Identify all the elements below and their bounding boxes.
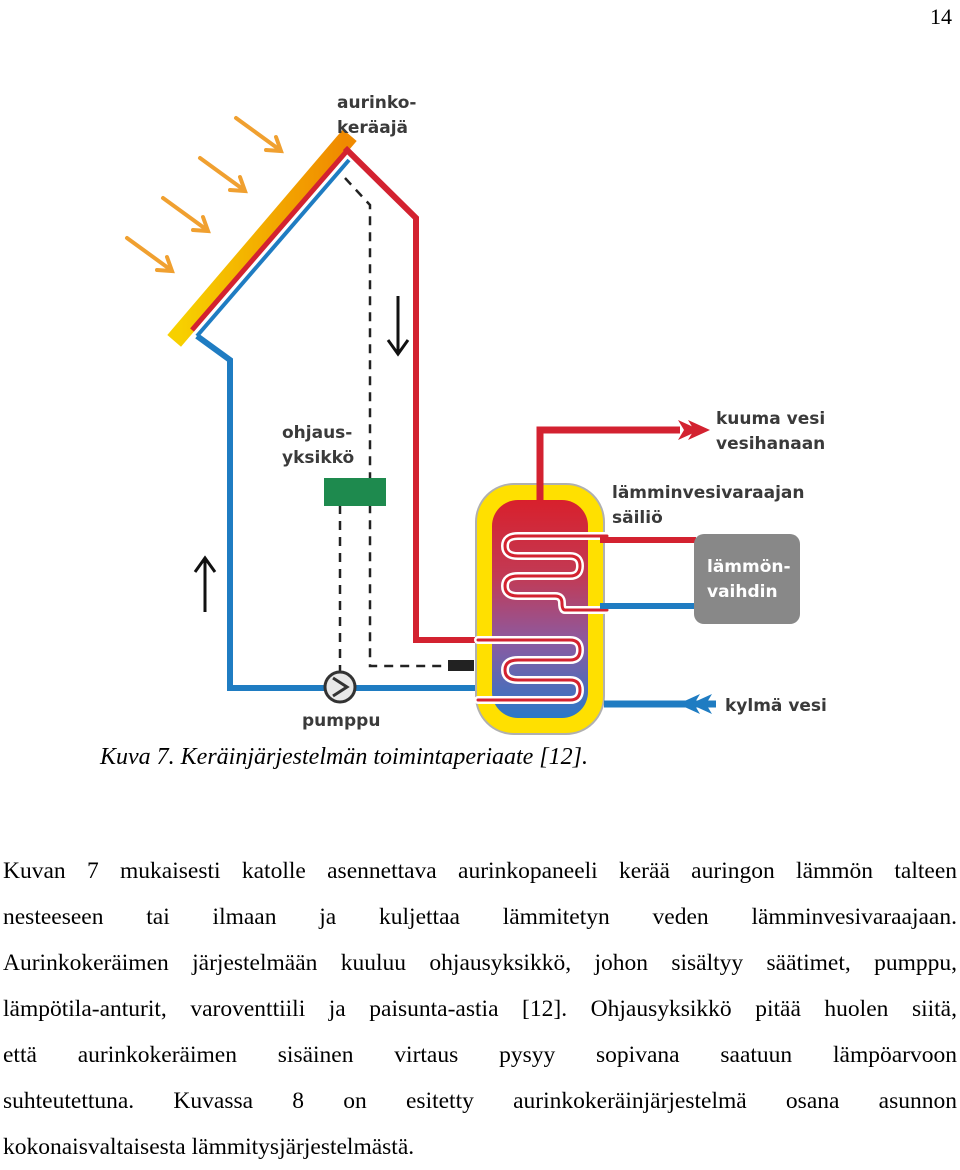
paragraph-line: että aurinkokeräimen sisäinen virtaus py… [3,1042,957,1068]
control-unit [324,478,386,506]
tank-label-line2: säiliö [612,508,663,528]
down-arrow-icon [386,296,410,357]
control-label-line2: yksikkö [282,448,354,468]
heat-exchanger [694,534,800,624]
solar-heating-diagram: aurinko- keräajä ohjaus- yksikkö pumppu … [125,93,827,735]
cold-water-inlet [604,694,716,714]
sun-ray-icon [198,156,248,194]
sun-ray-icon [125,236,175,274]
hot-water-outlet [536,420,710,500]
hot-water-label-line1: kuuma vesi [716,409,825,429]
hot-water-label-line2: vesihanaan [716,434,825,454]
paragraph-line: nesteeseen tai ilmaan ja kuljettaa lämmi… [3,904,957,930]
paragraph-line: lämpötila-anturit, varoventtiili ja pais… [3,996,957,1022]
page-number: 14 [930,4,952,29]
exchanger-label-line2: vaihdin [707,582,778,602]
paragraph-line: Kuvan 7 mukaisesti katolle asennettava a… [3,858,957,884]
figure-caption: Kuva 7. Keräinjärjestelmän toimintaperia… [100,744,588,770]
up-arrow-icon [193,555,217,612]
collector-label-line2: keräajä [337,118,408,138]
sun-ray-icon [234,116,284,154]
cold-water-label: kylmä vesi [725,696,827,716]
pump-label: pumppu [302,711,380,731]
temperature-sensor [448,660,474,671]
paragraph-line: Aurinkokeräimen järjestelmään kuuluu ohj… [3,950,957,976]
control-label-line1: ohjaus- [282,423,352,443]
sun-ray-icon [161,196,211,234]
pump-icon [323,670,357,704]
collector-label-line1: aurinko- [337,93,416,113]
cold-return-pipe [195,333,478,691]
heat-exchanger-coil [474,532,611,704]
tank-label-line1: lämminvesivaraajan [612,483,805,503]
paragraph-line: kokonaisvaltaisesta lämmitysjärjestelmäs… [3,1134,415,1160]
solar-collector [167,129,357,347]
paragraph-line: suhteutettuna. Kuvassa 8 on esitetty aur… [3,1088,957,1114]
exchanger-label-line1: lämmön- [707,557,791,577]
sun-rays [125,116,284,274]
control-signal-line [338,177,455,672]
hot-supply-pipe [342,145,478,643]
body-paragraph: Kuvan 7 mukaisesti katolle asennettava a… [3,848,957,1170]
